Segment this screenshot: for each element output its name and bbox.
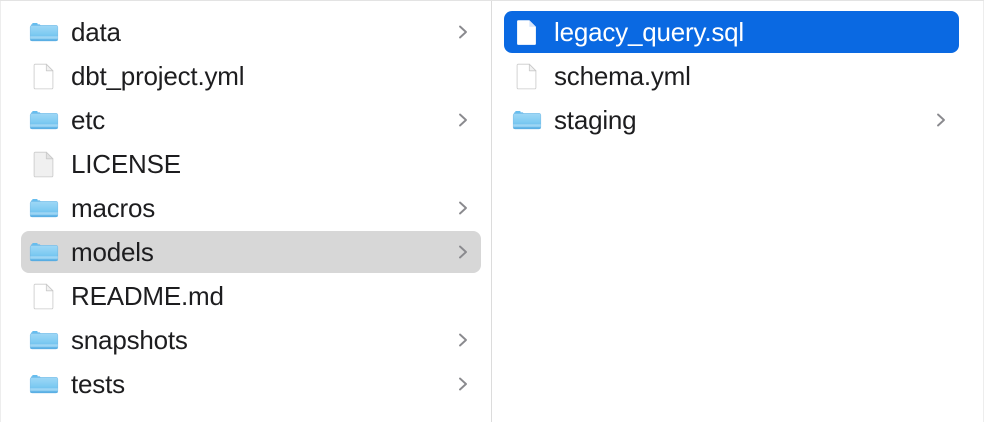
item-label: dbt_project.yml [71,61,245,91]
file-row[interactable]: schema.yml [504,55,959,97]
folder-row[interactable]: snapshots [21,319,481,361]
item-label: snapshots [71,325,188,355]
folder-row[interactable]: tests [21,363,481,405]
item-label: models [71,237,154,267]
folder-icon [512,105,542,135]
folder-row[interactable]: etc [21,99,481,141]
folder-row[interactable]: data [21,11,481,53]
item-label: etc [71,105,106,135]
folder-icon [29,17,59,47]
chevron-right-icon [935,110,947,130]
folder-icon [29,325,59,355]
chevron-right-icon [457,374,469,394]
item-label: tests [71,369,125,399]
item-label: legacy_query.sql [554,17,744,47]
file-row[interactable]: LICENSE [21,143,481,185]
chevron-right-icon [457,110,469,130]
folder-icon [29,237,59,267]
item-label: data [71,17,121,47]
chevron-right-icon [457,22,469,42]
folder-row[interactable]: models [21,231,481,273]
file-icon [512,61,542,91]
folder-row[interactable]: staging [504,99,959,141]
item-label: README.md [71,281,224,311]
file-icon [29,149,59,179]
folder-icon [29,193,59,223]
chevron-right-icon [457,242,469,262]
chevron-right-icon [457,198,469,218]
file-icon [29,61,59,91]
folder-icon [29,369,59,399]
item-label: LICENSE [71,149,181,179]
file-icon [29,281,59,311]
item-label: staging [554,105,637,135]
chevron-right-icon [457,330,469,350]
item-label: macros [71,193,156,223]
file-icon [512,17,542,47]
file-row[interactable]: dbt_project.yml [21,55,481,97]
file-column-child[interactable]: legacy_query.sql schema.yml staging [492,1,984,422]
file-row[interactable]: legacy_query.sql [504,11,959,53]
file-row[interactable]: README.md [21,275,481,317]
folder-icon [29,105,59,135]
folder-row[interactable]: macros [21,187,481,229]
item-label: schema.yml [554,61,691,91]
